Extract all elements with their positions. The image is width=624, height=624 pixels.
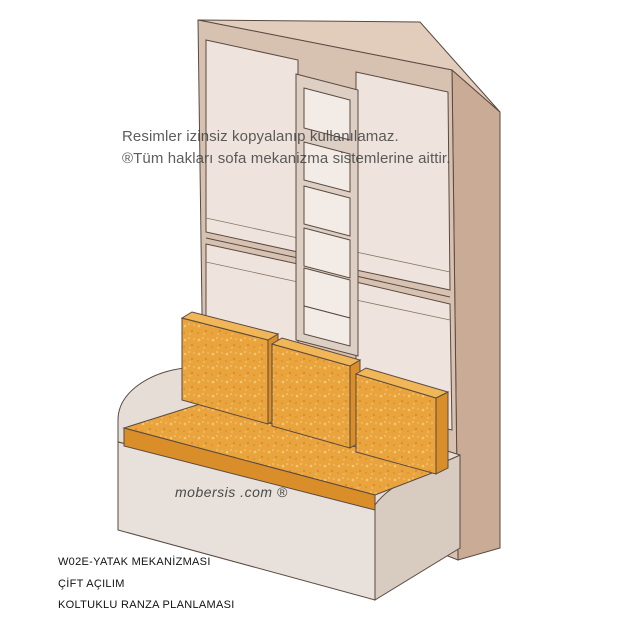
brand-watermark: mobersis .com ® <box>175 484 288 500</box>
opening-type-caption: ÇİFT AÇILIM <box>58 578 125 590</box>
panel-stripe-3 <box>205 261 299 283</box>
back-cushion-middle <box>270 337 362 449</box>
panel-stripe-4 <box>355 299 451 321</box>
upper-right-panel <box>355 71 451 291</box>
copyright-notice-line-2: ®Tüm hakları sofa mekanizma sistemlerine… <box>122 150 451 167</box>
panel-divider-right <box>355 275 451 298</box>
panel-divider-left <box>205 237 299 259</box>
upper-left-panel <box>205 39 299 253</box>
product-code-caption: W02E-YATAK MEKANİZMASI <box>58 556 211 568</box>
ladder <box>295 73 359 357</box>
panel-stripe-2 <box>355 251 451 273</box>
panel-stripe-1 <box>205 217 299 239</box>
back-cushion-right <box>354 367 450 475</box>
copyright-notice-line-1: Resimler izinsiz kopyalanıp kullanılamaz… <box>122 128 399 145</box>
layout-description-caption: KOLTUKLU RANZA PLANLAMASI <box>58 599 235 611</box>
